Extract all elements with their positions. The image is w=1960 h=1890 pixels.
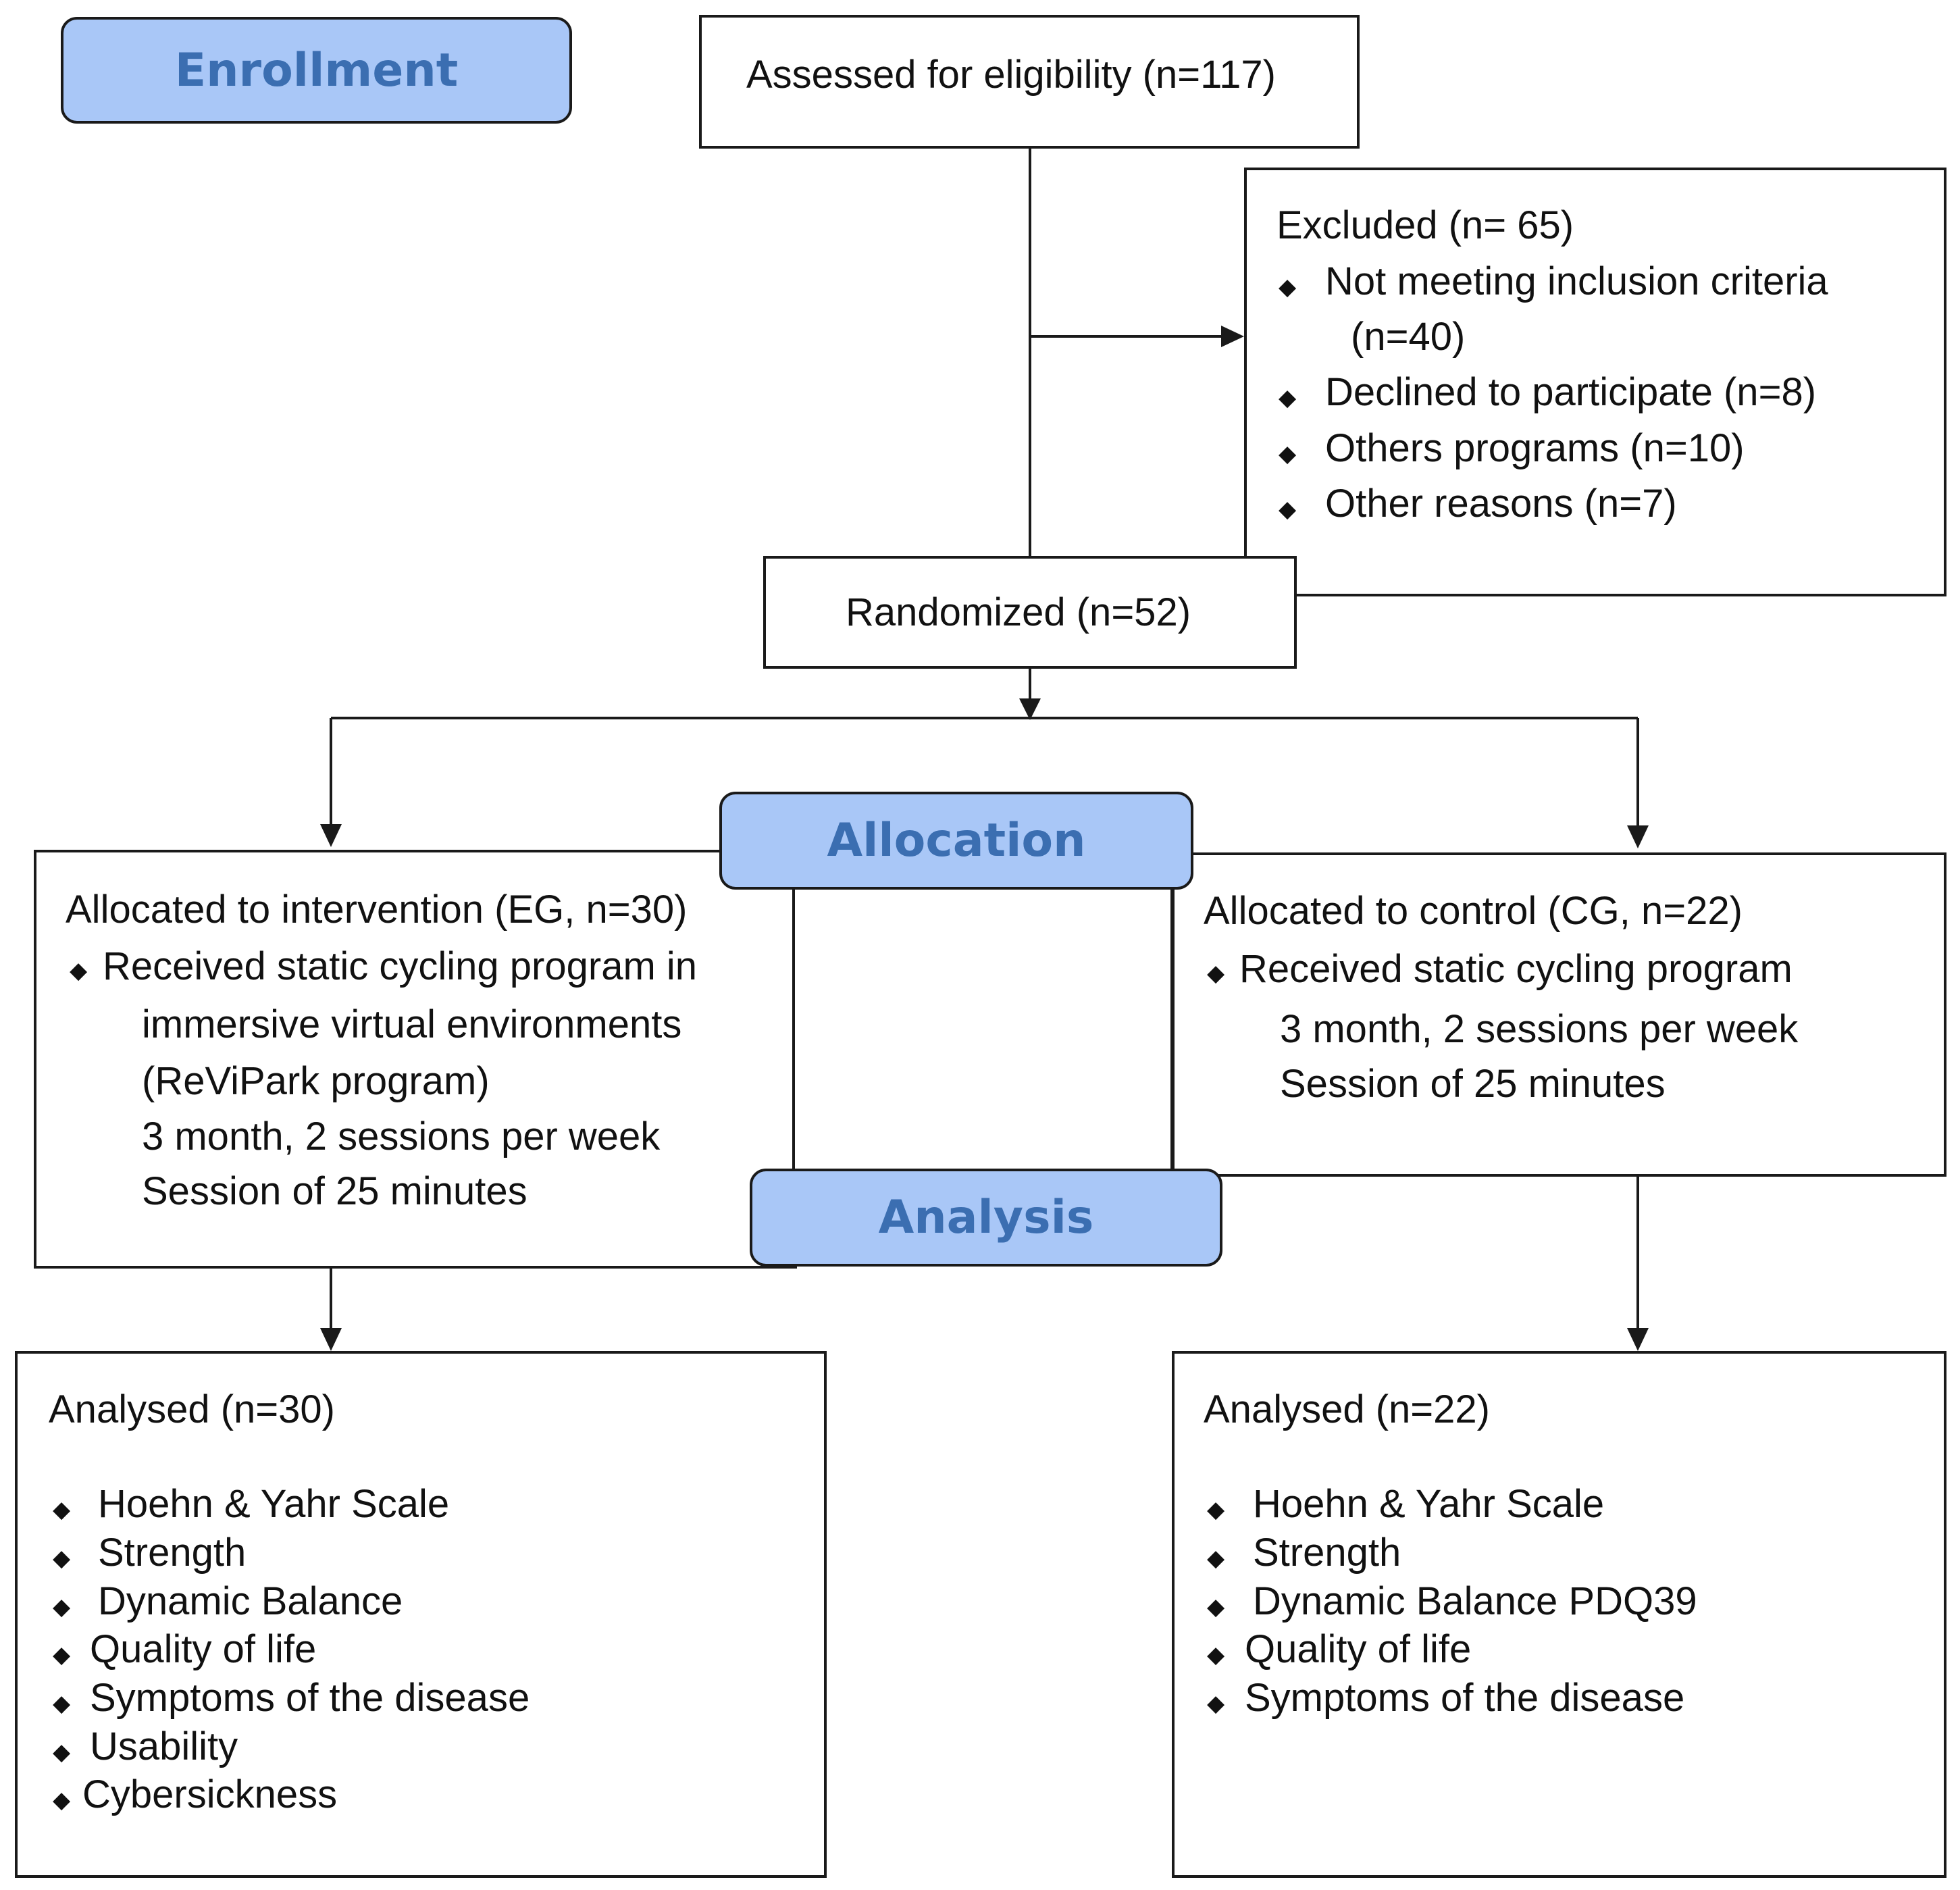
excluded-item-2: Declined to participate (n=8) [1325,370,1817,414]
arrow-to-analysed-cg [1627,1328,1649,1351]
bullet-icon: ◆ [1279,274,1297,300]
analysis-stage-label: Analysis [750,1169,1222,1267]
analysed-cg-item: Symptoms of the disease [1245,1676,1685,1720]
center-connector-column [792,885,1173,1172]
bullet-icon: ◆ [1279,496,1297,522]
bullet-icon: ◆ [53,1691,71,1716]
control-line-1: Received static cycling program [1239,947,1793,991]
bullet-icon: ◆ [53,1642,71,1668]
control-line-2: 3 month, 2 sessions per week [1280,1007,1799,1051]
enrollment-text: Enrollment [174,43,459,97]
bullet-icon: ◆ [1207,1594,1225,1620]
analysed-eg-item: Strength [98,1531,247,1575]
bullet-icon: ◆ [70,958,88,984]
arrow-to-intervention [320,824,342,847]
analysed-cg-item: Dynamic Balance PDQ39 [1253,1579,1697,1623]
arrow-to-excluded [1221,326,1244,347]
bullet-icon: ◆ [1279,441,1297,467]
analysed-eg-item: Usability [90,1725,238,1768]
randomized-box [763,556,1297,669]
analysed-eg-item: Quality of life [90,1627,317,1671]
analysed-cg-item: Quality of life [1245,1627,1472,1671]
control-line-3: Session of 25 minutes [1280,1062,1666,1106]
bullet-icon: ◆ [53,1497,71,1523]
intervention-box [34,850,797,1269]
bullet-icon: ◆ [53,1739,71,1765]
analysed-cg-item: Strength [1253,1531,1401,1575]
analysis-text: Analysis [878,1191,1094,1244]
bullet-icon: ◆ [53,1546,71,1571]
analysed-eg-item: Hoehn & Yahr Scale [98,1482,450,1526]
arrow-to-control [1627,825,1649,848]
intervention-line-5: Session of 25 minutes [142,1169,527,1213]
assessed-box [699,15,1360,149]
arrow-to-analysed-eg [320,1328,342,1351]
intervention-line-3: (ReViPark program) [142,1059,490,1103]
excluded-title: Excluded (n= 65) [1276,203,1574,247]
arrow-to-split [1019,698,1041,720]
analysed-cg-title: Analysed (n=22) [1204,1387,1490,1431]
excluded-item-3: Others programs (n=10) [1325,426,1745,470]
intervention-line-1: Received static cycling program in [103,944,698,988]
enrollment-stage-label: Enrollment [61,17,572,124]
excluded-item-1-count: (n=40) [1351,315,1466,359]
analysed-eg-title: Analysed (n=30) [49,1387,335,1431]
allocation-text: Allocation [827,814,1086,867]
randomized-text: Randomized (n=52) [846,590,1191,634]
excluded-box [1244,168,1946,596]
bullet-icon: ◆ [1207,1642,1225,1668]
bullet-icon: ◆ [1207,1546,1225,1571]
analysed-eg-box [15,1351,827,1878]
intervention-line-4: 3 month, 2 sessions per week [142,1115,661,1158]
assessed-text: Assessed for eligibility (n=117) [746,53,1276,97]
analysed-cg-item: Hoehn & Yahr Scale [1253,1482,1605,1526]
analysed-eg-item: Symptoms of the disease [90,1676,530,1720]
analysed-eg-item: Cybersickness [82,1772,338,1816]
bullet-icon: ◆ [1279,385,1297,411]
bullet-icon: ◆ [1207,1691,1225,1716]
control-box [1172,852,1946,1177]
bullet-icon: ◆ [1207,961,1225,986]
excluded-item-4: Other reasons (n=7) [1325,482,1677,526]
intervention-line-2: immersive virtual environments [142,1002,682,1046]
analysed-cg-box [1172,1351,1946,1878]
analysed-eg-item: Dynamic Balance [98,1579,403,1623]
bullet-icon: ◆ [53,1594,71,1620]
excluded-item-1: Not meeting inclusion criteria [1325,259,1828,303]
allocation-stage-label: Allocation [719,792,1193,890]
control-title: Allocated to control (CG, n=22) [1204,889,1743,933]
intervention-title: Allocated to intervention (EG, n=30) [66,888,688,931]
bullet-icon: ◆ [1207,1497,1225,1523]
bullet-icon: ◆ [53,1787,71,1813]
